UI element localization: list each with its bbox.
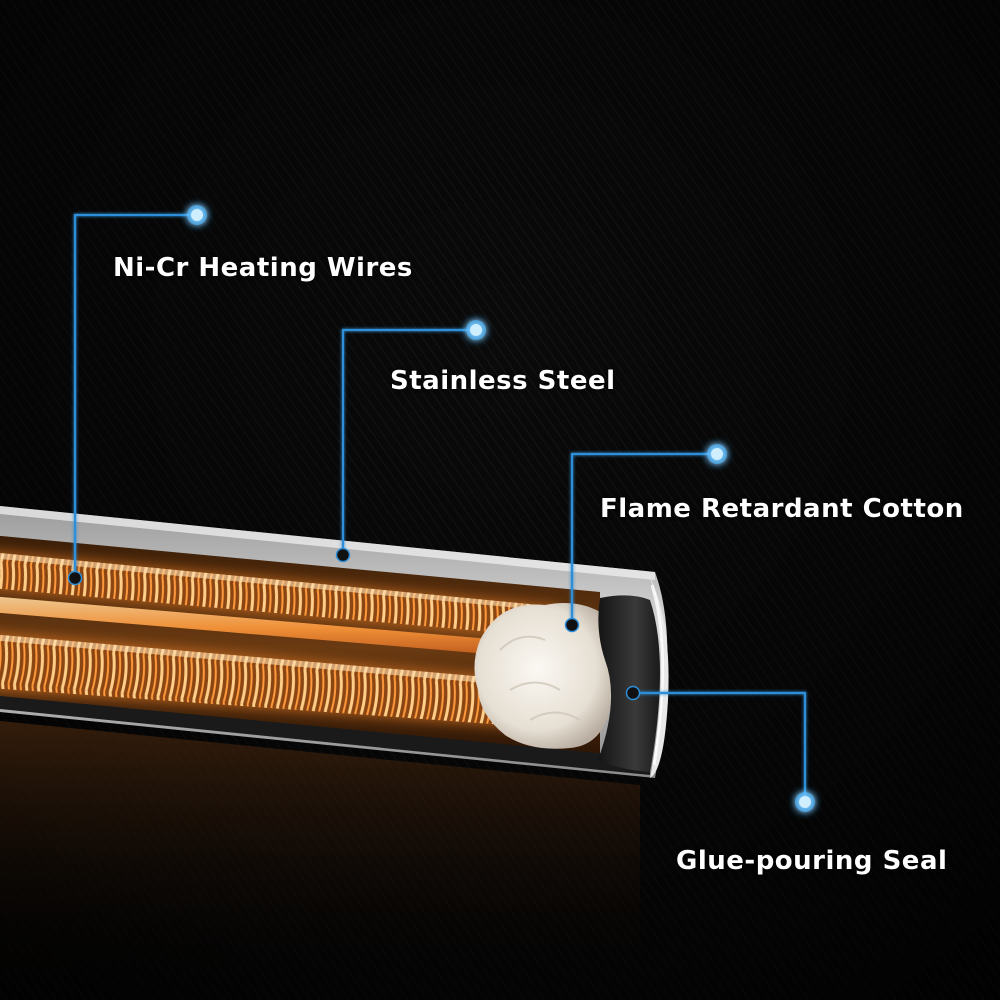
upper-heating-coil bbox=[0, 550, 560, 640]
tube-reflection bbox=[0, 721, 640, 1000]
leader-glue-seal bbox=[633, 691, 807, 802]
tube-end-cap bbox=[648, 573, 669, 778]
anchor-flame-cotton bbox=[564, 617, 580, 633]
anchor-glue-seal bbox=[625, 685, 641, 701]
glow-dot-stainless-steel bbox=[466, 320, 486, 340]
tube-bottom-band bbox=[0, 695, 650, 775]
middle-rod bbox=[0, 596, 560, 660]
label-heating-wires: Ni-Cr Heating Wires bbox=[113, 253, 413, 283]
flame-retardant-cotton bbox=[474, 602, 615, 749]
label-glue-seal: Glue-pouring Seal bbox=[676, 846, 948, 876]
label-stainless-steel: Stainless Steel bbox=[390, 366, 616, 396]
glow-dot-flame-cotton bbox=[707, 444, 727, 464]
glow-dots bbox=[187, 205, 815, 812]
leader-flame-cotton bbox=[570, 452, 717, 625]
glow-dot-heating-wires bbox=[187, 205, 207, 225]
glow-dot-glue-seal bbox=[795, 792, 815, 812]
anchor-stainless-steel bbox=[335, 547, 351, 563]
leader-heating-wires bbox=[73, 213, 197, 578]
anchor-dots bbox=[67, 547, 641, 701]
heater-tube bbox=[0, 506, 669, 778]
lower-heating-coil bbox=[0, 632, 520, 728]
anchor-heating-wires bbox=[67, 570, 83, 586]
leader-lines bbox=[73, 213, 807, 802]
glue-pouring-seal bbox=[598, 595, 660, 772]
leader-stainless-steel bbox=[341, 328, 476, 555]
label-flame-cotton: Flame Retardant Cotton bbox=[600, 494, 964, 524]
